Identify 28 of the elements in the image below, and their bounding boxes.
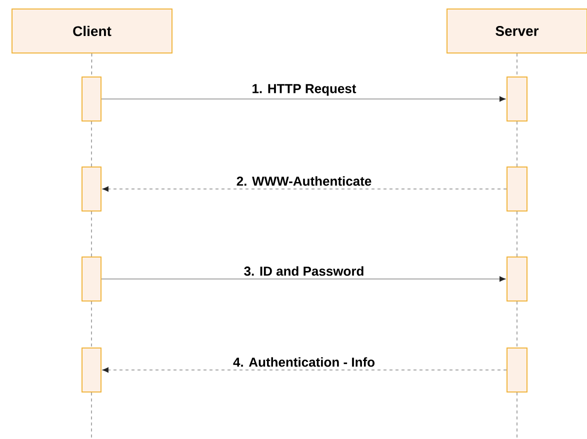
lifeline-header: Server	[446, 8, 587, 54]
activation-bar	[82, 76, 102, 122]
activation-bar	[506, 256, 528, 302]
edge-label: 3. ID and Password	[244, 266, 364, 276]
activation-bar	[506, 76, 528, 122]
message-arrow	[101, 276, 506, 282]
edge-label: 1. HTTP Request	[252, 84, 356, 96]
lifeline	[91, 301, 92, 348]
activation-bar	[82, 166, 102, 212]
edge-label: 2. WWW-Authenticate	[236, 176, 372, 186]
lifeline	[91, 392, 92, 439]
lifeline	[516, 53, 518, 77]
lifeline	[516, 121, 518, 167]
activation-bar	[506, 347, 528, 392]
activation-bar	[82, 347, 102, 392]
message-arrow	[101, 96, 506, 102]
edge-label: 4. Authentication - Info	[233, 357, 375, 367]
lifeline	[91, 53, 92, 77]
lifeline	[91, 121, 92, 167]
activation-bar	[506, 166, 528, 212]
message-arrow	[102, 367, 507, 373]
message-arrow	[102, 186, 507, 192]
lifeline	[516, 392, 518, 439]
lifeline-header: Client	[12, 8, 172, 54]
activation-bar	[82, 256, 102, 302]
lifeline	[516, 301, 518, 348]
lifeline	[91, 211, 92, 257]
lifeline	[516, 211, 518, 257]
